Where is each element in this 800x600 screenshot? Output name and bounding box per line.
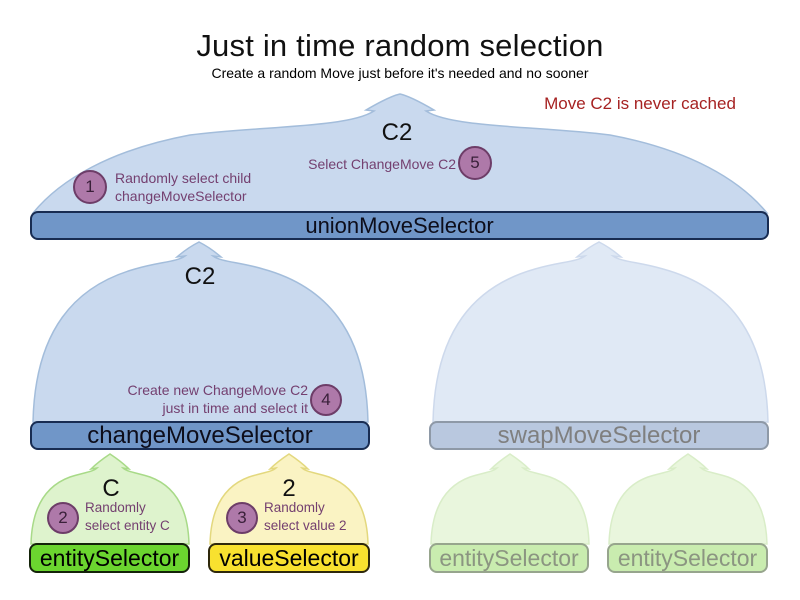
- step3-number-badge: 3: [226, 502, 258, 534]
- union-funnel-shape: [31, 93, 769, 214]
- step5-number-badge: 5: [458, 146, 492, 180]
- faded-entity-selector-label-1: entitySelector: [439, 544, 579, 571]
- change-move-selector-label: changeMoveSelector: [87, 421, 313, 449]
- value-selector-bar: valueSelector: [208, 543, 370, 573]
- entity-selector-bar: entitySelector: [29, 543, 190, 573]
- step1-annotation: Randomly select child changeMoveSelector: [115, 169, 251, 206]
- step4-line2: just in time and select it: [162, 400, 308, 417]
- step4-number-badge: 4: [310, 384, 342, 416]
- step3-number: 3: [237, 508, 247, 527]
- step1-line2: changeMoveSelector: [115, 188, 247, 205]
- step2-annotation: Randomly select entity C: [85, 499, 170, 535]
- entity-output-label: C: [102, 475, 120, 502]
- step1-number-badge: 1: [73, 170, 107, 204]
- page-title: Just in time random selection: [196, 28, 604, 63]
- faded-entity-selector-bar-1: entitySelector: [429, 543, 589, 573]
- step4-line1: Create new ChangeMove C2: [127, 382, 308, 398]
- step2-number: 2: [58, 508, 68, 527]
- faded-entity-selector-bar-2: entitySelector: [607, 543, 768, 573]
- swap-move-selector-bar: swapMoveSelector: [429, 421, 769, 450]
- step4-annotation: Create new ChangeMove C2 just in time an…: [100, 381, 308, 418]
- faded-entity-funnel-2-shape: [608, 453, 768, 545]
- change-move-selector-bar: changeMoveSelector: [30, 421, 370, 450]
- swap-move-selector-label: swapMoveSelector: [497, 421, 701, 449]
- step2-line2: select entity C: [85, 517, 170, 533]
- union-output-label: C2: [381, 119, 413, 146]
- change-funnel-shape: [32, 241, 369, 423]
- step1-line1: Randomly select child: [115, 170, 252, 186]
- union-move-selector-bar: unionMoveSelector: [30, 211, 769, 240]
- faded-entity-funnel-1-shape: [430, 453, 590, 545]
- swap-funnel-shape: [432, 241, 769, 423]
- step5-text: Select ChangeMove C2: [308, 156, 456, 172]
- step1-number: 1: [85, 177, 95, 196]
- cache-note: Move C2 is never cached: [544, 94, 736, 113]
- step5-annotation: Select ChangeMove C2: [256, 155, 456, 173]
- change-output-label: C2: [184, 263, 216, 290]
- step2-line1: Randomly: [85, 500, 146, 515]
- step4-number: 4: [321, 390, 331, 409]
- step5-number: 5: [470, 153, 480, 172]
- step2-number-badge: 2: [47, 502, 79, 534]
- step3-line2: select value 2: [264, 517, 347, 533]
- step3-annotation: Randomly select value 2: [264, 499, 347, 535]
- page-subtitle: Create a random Move just before it's ne…: [211, 65, 589, 81]
- entity-selector-label: entitySelector: [39, 544, 180, 571]
- union-move-selector-label: unionMoveSelector: [305, 212, 494, 238]
- step3-line1: Randomly: [264, 500, 325, 515]
- value-output-label: 2: [282, 475, 296, 502]
- value-selector-label: valueSelector: [219, 544, 359, 571]
- faded-entity-selector-label-2: entitySelector: [617, 544, 758, 571]
